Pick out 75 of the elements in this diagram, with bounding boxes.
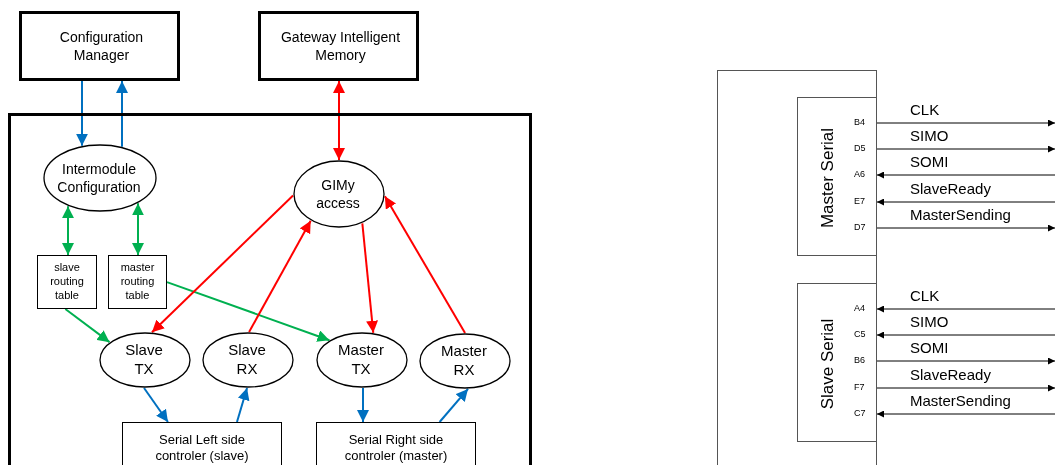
- module-box: [8, 113, 532, 465]
- serial-port-box: [797, 97, 877, 256]
- signal-label: MasterSending: [910, 392, 1011, 410]
- pin-label: C5: [854, 329, 866, 339]
- arrow: [383, 195, 467, 334]
- pin-label: B4: [854, 117, 865, 127]
- arrow: [876, 171, 1056, 179]
- arrow: [876, 410, 1056, 418]
- arrow: [166, 281, 331, 342]
- arrow: [333, 80, 345, 161]
- box-label: Serial Right side controler (master): [343, 431, 449, 465]
- ellipse-label: Intermodule Configuration: [56, 160, 142, 196]
- signal-label: CLK: [910, 101, 940, 119]
- arrow: [235, 387, 250, 423]
- signal-label: SlaveReady: [910, 180, 991, 198]
- process-ellipse: [419, 333, 511, 389]
- signal-label: SOMI: [910, 153, 949, 171]
- arrow: [876, 119, 1056, 127]
- module-box: [258, 11, 419, 81]
- signal-label: SOMI: [910, 339, 949, 357]
- arrow: [361, 222, 379, 334]
- process-box: [316, 422, 476, 465]
- port-title: Master Serial: [818, 126, 838, 230]
- arrow: [76, 80, 88, 147]
- pin-label: E7: [854, 196, 865, 206]
- box-label: Gateway Intelligent Memory: [279, 28, 402, 64]
- process-ellipse: [43, 144, 157, 212]
- process-box: [37, 255, 97, 309]
- arrow: [143, 387, 169, 423]
- process-box: [108, 255, 167, 309]
- signal-label: SIMO: [910, 127, 949, 145]
- pin-label: A6: [854, 169, 865, 179]
- pin-label: D7: [854, 222, 866, 232]
- arrow: [151, 194, 295, 334]
- arrow: [357, 387, 369, 423]
- serial-port-box: [797, 283, 877, 442]
- process-ellipse: [99, 332, 191, 388]
- process-ellipse: [293, 160, 385, 228]
- process-box: [122, 422, 282, 465]
- arrow: [438, 387, 469, 423]
- ellipse-label: Master RX: [440, 342, 488, 380]
- arrow: [876, 224, 1056, 232]
- ellipse-label: Master TX: [337, 341, 385, 379]
- arrow: [876, 198, 1056, 206]
- process-ellipse: [316, 332, 408, 388]
- signal-label: SlaveReady: [910, 366, 991, 384]
- arrow: [64, 308, 111, 344]
- pin-label: F7: [854, 382, 865, 392]
- ellipse-label: Slave RX: [227, 341, 267, 379]
- ellipse-label: GIMy access: [315, 176, 361, 212]
- pin-label: B6: [854, 355, 865, 365]
- process-ellipse: [202, 332, 294, 388]
- board-outline: [717, 70, 877, 465]
- signal-label: MasterSending: [910, 206, 1011, 224]
- signal-label: SIMO: [910, 313, 949, 331]
- port-title: Slave Serial: [818, 317, 838, 411]
- pin-label: A4: [854, 303, 865, 313]
- box-label: master routing table: [119, 261, 156, 303]
- arrow: [876, 357, 1056, 365]
- pin-label: D5: [854, 143, 866, 153]
- arrow: [876, 384, 1056, 392]
- arrow: [876, 305, 1056, 313]
- arrow: [876, 331, 1056, 339]
- arrow: [116, 80, 128, 148]
- arrow: [62, 205, 74, 256]
- box-label: Serial Left side controler (slave): [154, 431, 250, 465]
- signal-label: CLK: [910, 287, 940, 305]
- box-label: slave routing table: [49, 261, 85, 303]
- module-box: [19, 11, 180, 81]
- arrow: [248, 219, 312, 333]
- arrow: [876, 145, 1056, 153]
- ellipse-label: Slave TX: [124, 341, 164, 379]
- arrow: [132, 202, 144, 256]
- box-label: Configuration Manager: [58, 28, 145, 64]
- pin-label: C7: [854, 408, 866, 418]
